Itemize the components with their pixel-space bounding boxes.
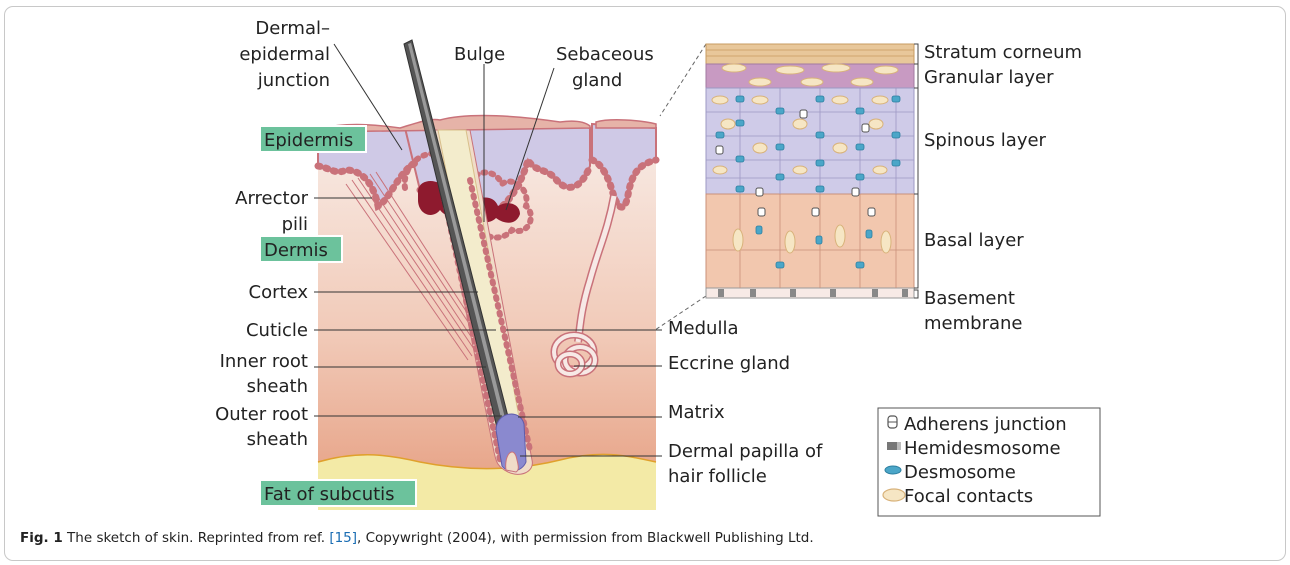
label-cuticle: Cuticle [246,320,308,341]
label-basal: Basal layer [924,230,1024,251]
skin-diagram: Dermal– epidermal junction Arrector pili… [0,0,1290,530]
label-fat: Fat of subcutis [264,484,395,505]
caption-fig-number: Fig. 1 [20,530,63,546]
legend: Adherens junction Hemidesmosome Desmosom… [878,408,1100,516]
label-dej-3: junction [257,70,330,91]
caption-text-b: , Copywright (2004), with permission fro… [357,530,814,546]
figure-caption: Fig. 1 The sketch of skin. Reprinted fro… [20,530,1270,546]
label-medulla: Medulla [668,318,738,339]
label-papilla-2: hair follicle [668,466,767,487]
label-arrector-1: Arrector [235,188,308,209]
label-sebaceous-2: gland [572,70,622,91]
label-cortex: Cortex [249,282,309,303]
label-basement-1: Basement [924,288,1015,309]
label-irs-2: sheath [247,376,308,397]
label-irs-1: Inner root [220,351,308,372]
legend-desmosome: Desmosome [904,462,1016,483]
label-arrector-2: pili [282,214,308,235]
label-dermis: Dermis [264,240,328,261]
label-ors-1: Outer root [215,404,308,425]
label-stratum-corneum: Stratum corneum [924,42,1082,63]
caption-reference-link[interactable]: [15] [329,530,357,546]
legend-adherens: Adherens junction [904,414,1067,435]
legend-focal: Focal contacts [904,486,1033,507]
legend-hemidesmosome: Hemidesmosome [904,438,1061,459]
label-dej-2: epidermal [239,44,330,65]
skin-section [318,40,656,510]
label-eccrine: Eccrine gland [668,353,790,374]
label-bulge: Bulge [454,44,505,65]
focal-contact-icon [883,489,905,501]
label-basement-2: membrane [924,313,1022,334]
label-ors-2: sheath [247,429,308,450]
label-granular: Granular layer [924,67,1054,88]
label-spinous: Spinous layer [924,130,1047,151]
label-sebaceous-1: Sebaceous [556,44,654,65]
label-dej-1: Dermal– [255,18,330,39]
desmosome-icon [885,466,901,474]
label-epidermis: Epidermis [264,130,353,151]
label-matrix: Matrix [668,402,725,423]
label-papilla-1: Dermal papilla of [668,441,823,462]
layers-zoom [655,44,918,330]
caption-text-a: The sketch of skin. Reprinted from ref. [63,530,330,546]
